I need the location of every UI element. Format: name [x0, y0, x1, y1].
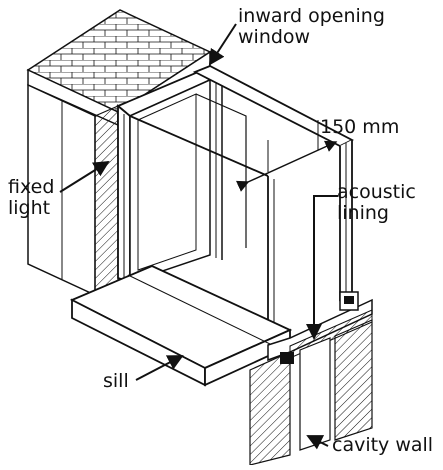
label-acoustic-line1: acoustic: [337, 181, 416, 203]
leader-lines: [59, 23, 338, 450]
cavity-wall-leader: [306, 435, 329, 450]
sill-leader: [135, 355, 184, 381]
label-sill: sill: [103, 370, 129, 392]
acoustic-lining-leader: [306, 195, 338, 340]
cavity-wall-section: [249, 319, 373, 466]
dimension-150mm: [235, 120, 338, 192]
label-fixed-line2: light: [8, 197, 51, 219]
fixed-light-leader: [59, 160, 110, 193]
label-window-line1: inward opening: [238, 5, 385, 27]
window-leader: [208, 23, 237, 66]
label-acoustic-lining: acoustic lining: [337, 182, 416, 224]
label-window-line2: window: [238, 26, 311, 48]
label-fixed-line1: fixed: [8, 176, 55, 198]
label-dimension: 150 mm: [320, 116, 400, 138]
label-inward-opening-window: inward opening window: [238, 6, 385, 48]
room-side-frame: [129, 65, 354, 345]
label-cavity-wall: cavity wall: [332, 434, 434, 456]
label-acoustic-line2: lining: [337, 202, 389, 224]
label-fixed-light: fixed light: [8, 177, 54, 219]
